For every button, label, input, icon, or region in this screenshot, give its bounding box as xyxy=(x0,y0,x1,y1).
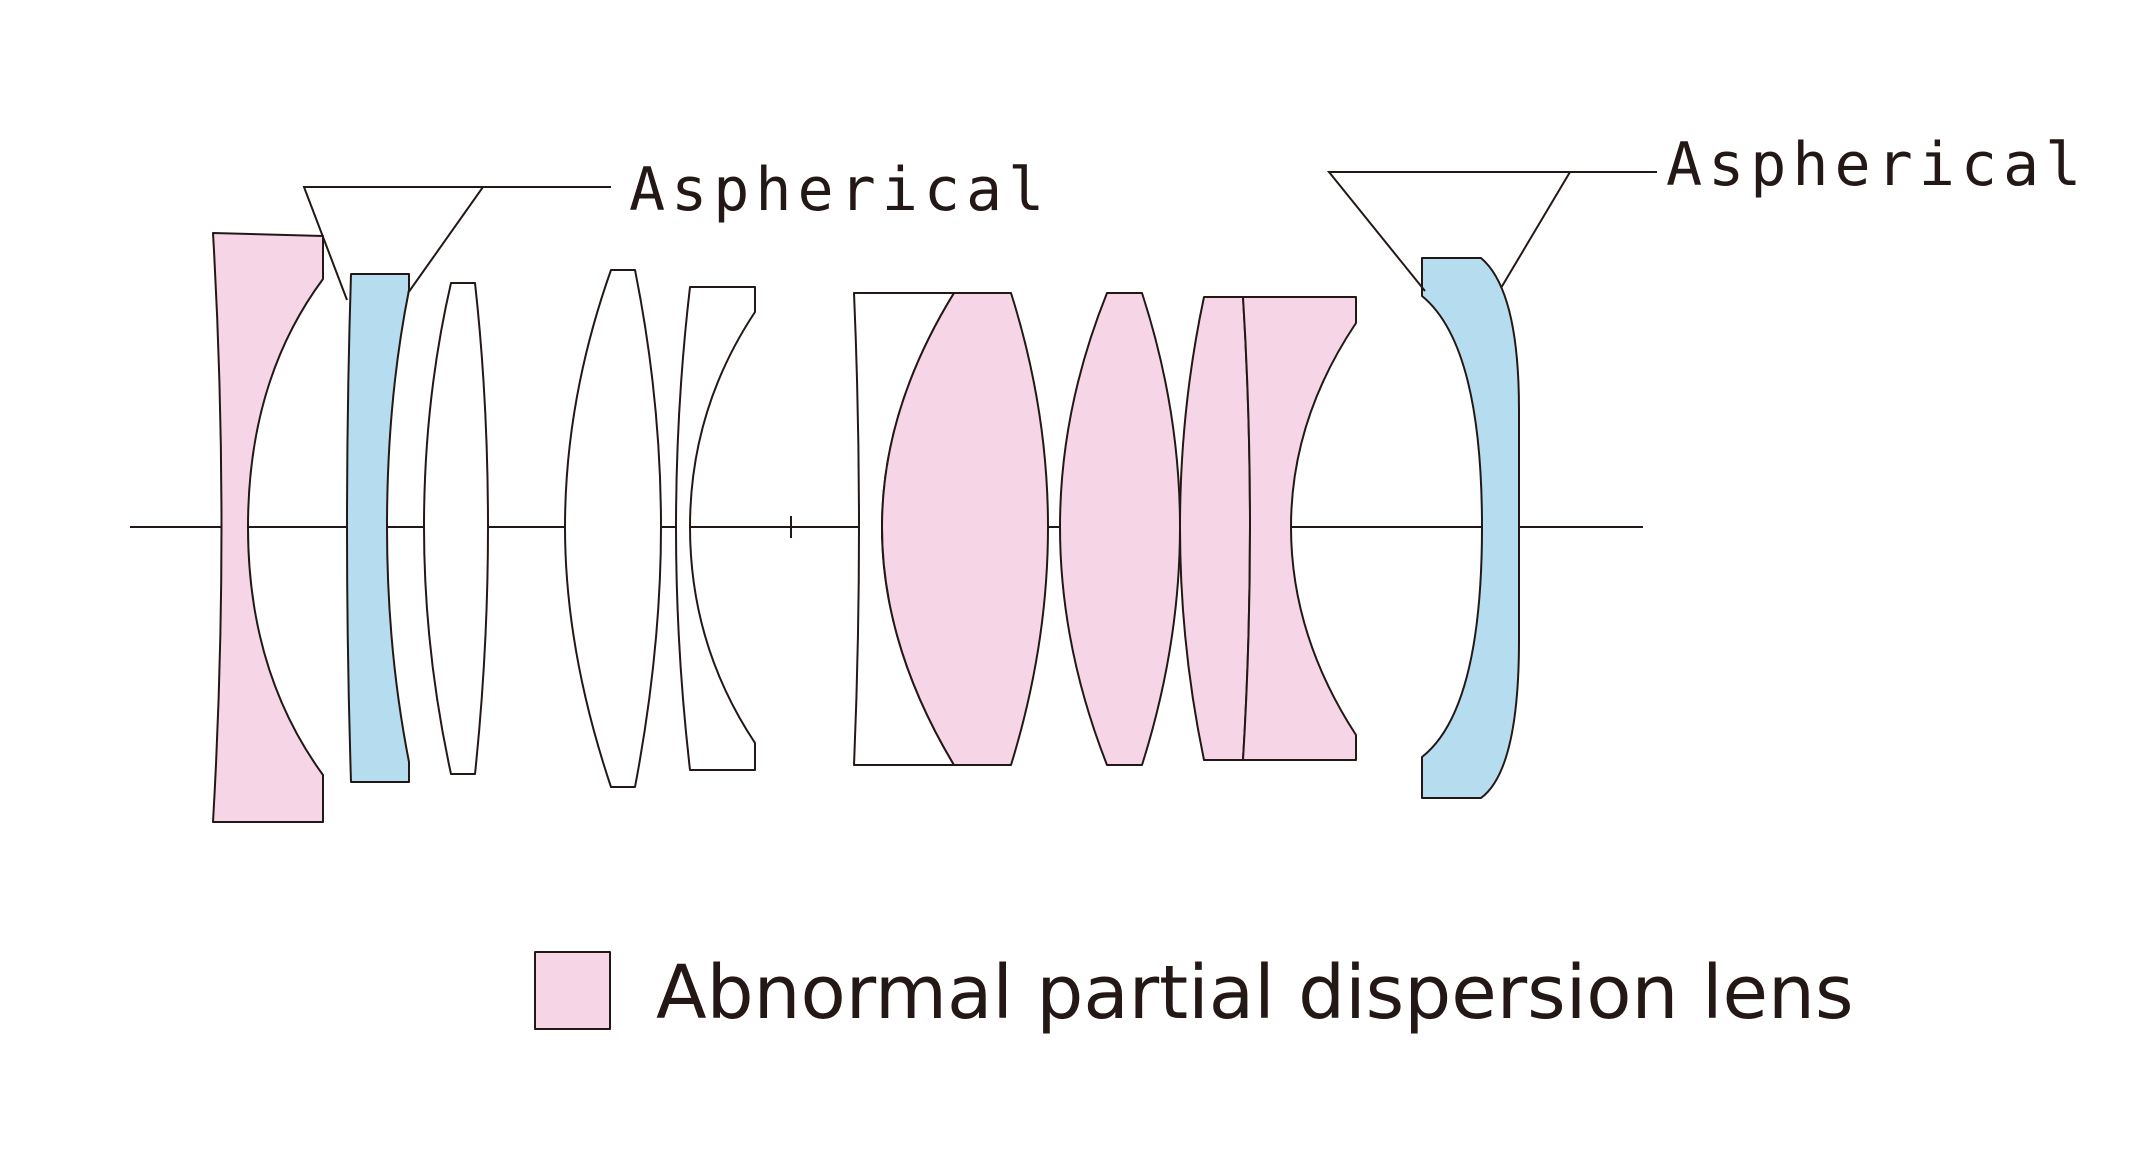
lens-element-2-aspherical xyxy=(346,273,410,783)
aspherical-right-label: Aspherical xyxy=(1666,130,2087,200)
aspherical-right-callout xyxy=(1326,171,1572,292)
aspherical-left-label: Aspherical xyxy=(629,155,1050,225)
lens-element-11-aspherical xyxy=(1421,257,1520,799)
lens-element-4 xyxy=(564,269,662,788)
lens-element-10 xyxy=(1242,296,1357,761)
lens-element-1 xyxy=(212,232,324,823)
lens-element-5 xyxy=(675,286,756,771)
lens-element-9 xyxy=(1179,296,1251,761)
lens-element-3 xyxy=(423,282,489,775)
lens-element-8 xyxy=(1059,292,1181,766)
legend-swatch xyxy=(534,951,611,1030)
legend-label: Abnormal partial dispersion lens xyxy=(656,950,1854,1036)
lens-element-7 xyxy=(881,292,1049,766)
aspherical-left-callout xyxy=(302,186,485,301)
